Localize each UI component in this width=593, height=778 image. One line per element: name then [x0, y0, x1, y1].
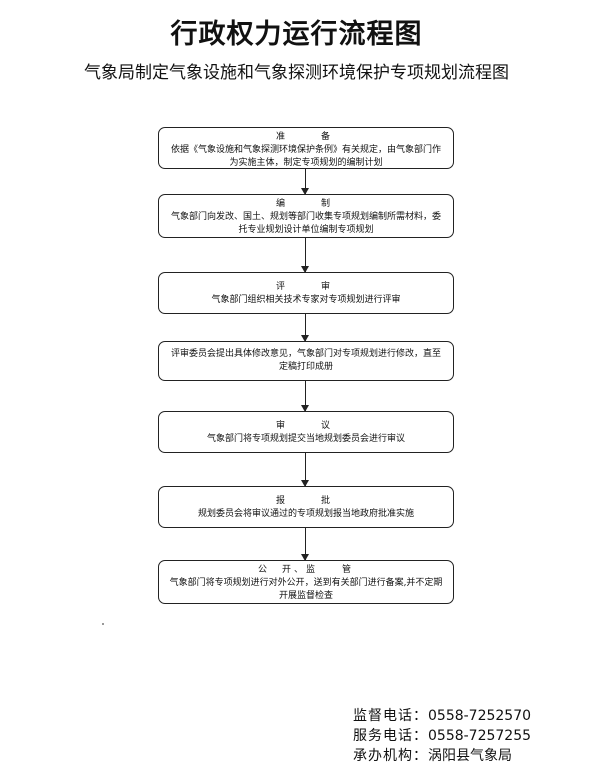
flow-arrow [301, 453, 309, 487]
stray-mark [102, 623, 104, 625]
footer-supervise-line: 监督电话：0558-7252570 [353, 706, 531, 726]
flow-arrow [301, 238, 309, 273]
flow-arrow [301, 381, 309, 412]
step-review: 评 审 气象部门组织相关技术专家对专项规划进行评审 [158, 272, 454, 314]
flow-arrow [301, 169, 309, 195]
step-deliberate: 审 议 气象部门将专项规划提交当地规划委员会进行审议 [158, 411, 454, 453]
flow-arrow [301, 314, 309, 342]
step-header: 编 制 [275, 199, 336, 209]
step-header: 准 备 [275, 132, 336, 142]
footer-service-line: 服务电话：0558-7257255 [353, 726, 531, 746]
step-header: 公 开、监 管 [257, 565, 354, 575]
service-phone: 0558-7257255 [428, 728, 532, 744]
step-text: 气象部门将专项规划提交当地规划委员会进行审议 [206, 434, 405, 444]
supervise-label: 监督电话： [353, 708, 428, 724]
step-header: 审 议 [275, 421, 336, 431]
step-compile: 编 制 气象部门向发改、国土、规划等部门收集专项规划编制所需材料，委托专业规划设… [158, 194, 454, 238]
step-approve: 报 批 规划委员会将审议通过的专项规划报当地政府批准实施 [158, 486, 454, 528]
step-text: 规划委员会将审议通过的专项规划报当地政府批准实施 [197, 509, 414, 519]
step-publish-supervise: 公 开、监 管 气象部门将专项规划进行对外公开，送到有关部门进行备案,并不定期开… [158, 560, 454, 604]
org-label: 承办机构： [353, 748, 428, 764]
supervise-phone: 0558-7252570 [428, 708, 532, 724]
step-text: 气象部门向发改、国土、规划等部门收集专项规划编制所需材料，委托专业规划设计单位编… [170, 212, 441, 235]
step-header: 评 审 [275, 282, 336, 292]
org-name: 涡阳县气象局 [428, 748, 512, 764]
step-header: 报 批 [275, 496, 336, 506]
step-text: 依据《气象设施和气象探测环境保护条例》有关规定，由气象部门作为实施主体，制定专项… [170, 145, 441, 168]
step-text: 气象部门将专项规划进行对外公开，送到有关部门进行备案,并不定期开展监督检查 [169, 578, 443, 601]
step-revise: 评审委员会提出具体修改意见，气象部门对专项规划进行修改，直至定稿打印成册 [158, 341, 454, 381]
service-label: 服务电话： [353, 728, 428, 744]
step-text: 评审委员会提出具体修改意见，气象部门对专项规划进行修改，直至定稿打印成册 [170, 349, 441, 372]
flow-arrow [301, 528, 309, 561]
footer-org-line: 承办机构：涡阳县气象局 [353, 746, 512, 766]
page-subtitle: 气象局制定气象设施和气象探测环境保护专项规划流程图 [84, 63, 509, 83]
step-text: 气象部门组织相关技术专家对专项规划进行评审 [211, 295, 401, 305]
step-prepare: 准 备 依据《气象设施和气象探测环境保护条例》有关规定，由气象部门作为实施主体，… [158, 127, 454, 169]
page-title: 行政权力运行流程图 [170, 19, 423, 50]
